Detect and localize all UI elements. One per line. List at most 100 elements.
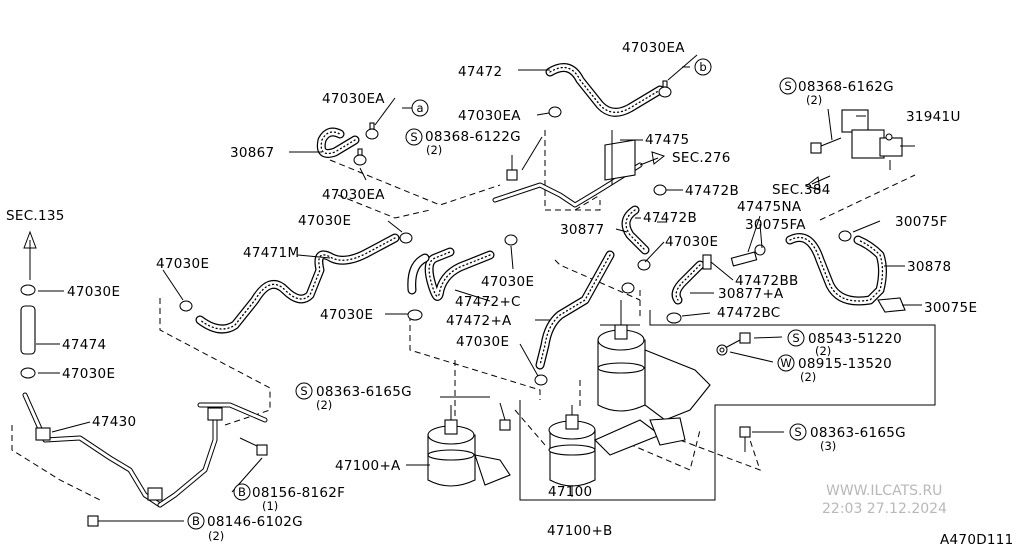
- bolt: [499, 402, 511, 431]
- label-31941u: 31941U: [906, 109, 961, 125]
- canister-47100: [548, 405, 662, 487]
- clamp: [399, 232, 413, 244]
- label-47030e-c: 47030E: [665, 234, 718, 250]
- label-08156-8162f: 08156-8162F: [252, 485, 345, 501]
- clamp: [534, 374, 548, 386]
- label-47430: 47430: [92, 414, 136, 430]
- label-30878: 30878: [907, 259, 951, 275]
- clamp: [20, 284, 36, 296]
- label-47475: 47475: [645, 132, 689, 148]
- clamp: [658, 80, 672, 98]
- watermark-datetime: 22:03 27.12.2024: [822, 501, 947, 517]
- label-47472c: 47472+C: [455, 294, 521, 310]
- svg-text:B: B: [192, 514, 200, 528]
- svg-text:S: S: [410, 130, 417, 144]
- valve-31941u: [841, 109, 915, 170]
- leader-lines: [36, 54, 922, 522]
- clamp: [653, 184, 667, 196]
- hoses: [20, 63, 887, 370]
- part-labels: 47472 47030EA 47030EA 47030EA 30867 0836…: [6, 40, 977, 543]
- bolt: [810, 137, 842, 154]
- label-47030e-top-left: 47030E: [67, 284, 120, 300]
- label-30075f: 30075F: [895, 214, 948, 230]
- label-47472b-b: 47472B: [643, 210, 697, 226]
- label-30075e: 30075E: [924, 300, 977, 316]
- bolt: [239, 437, 268, 456]
- label-47475na: 47475NA: [737, 199, 802, 215]
- label-47030e-d: 47030E: [481, 274, 534, 290]
- clamp: [754, 244, 766, 256]
- clamp: [666, 312, 682, 324]
- svg-text:W: W: [780, 356, 791, 370]
- label-47030ea-low: 47030EA: [322, 187, 385, 203]
- label-47030e-g: 47030E: [456, 334, 509, 350]
- svg-text:B: B: [238, 485, 246, 499]
- label-47030e-e: 47030E: [320, 307, 373, 323]
- label-30877a: 30877+A: [718, 286, 784, 302]
- label-47100: 47100: [548, 484, 592, 500]
- label-47100b: 47100+B: [547, 523, 613, 539]
- clamp: [548, 106, 562, 118]
- label-47030e-bottom-left: 47030E: [62, 366, 115, 382]
- diagram-id: A470D111: [940, 532, 1014, 548]
- svg-text:S: S: [792, 331, 799, 345]
- marker-b: b: [699, 60, 706, 74]
- arrow-right-icon: [639, 151, 666, 166]
- label-sec384: SEC.384: [772, 182, 831, 198]
- label-08363-6165g-a-qty: (2): [316, 398, 332, 412]
- label-08146-6102g: 08146-6102G: [207, 514, 303, 530]
- label-08156-8162f-qty: (1): [262, 499, 278, 513]
- label-30075fa: 30075FA: [745, 217, 806, 233]
- clamp: [637, 259, 651, 271]
- arrow-left-icon: [804, 175, 831, 191]
- label-08368-6122g-qty: (2): [426, 143, 442, 157]
- label-08146-6102g-qty: (2): [208, 529, 224, 543]
- arrow-up-icon: [23, 230, 37, 280]
- label-08363-6165g-b-qty: (3): [820, 439, 836, 453]
- bolt: [716, 344, 728, 356]
- clamp: [353, 148, 367, 166]
- label-47471m: 47471M: [243, 245, 299, 261]
- clamp: [621, 282, 635, 294]
- label-47030e-a: 47030E: [298, 213, 351, 229]
- clamp: [407, 309, 423, 321]
- bolt: [739, 426, 751, 452]
- clamp: [838, 230, 852, 242]
- label-47030ea-mid: 47030EA: [458, 108, 521, 124]
- label-08368-6162g: 08368-6162G: [798, 79, 894, 95]
- canister-47100-a: [427, 405, 511, 487]
- svg-text:S: S: [784, 79, 791, 93]
- label-08543-51220: 08543-51220: [808, 331, 902, 347]
- bolt: [724, 332, 751, 349]
- label-sec276: SEC.276: [672, 150, 731, 166]
- label-08368-6122g: 08368-6122G: [425, 129, 521, 145]
- label-47472a: 47472+A: [446, 313, 512, 329]
- clamp-bracket: [877, 297, 906, 313]
- label-08915-13520: 08915-13520: [798, 356, 892, 372]
- clamp: [20, 367, 36, 379]
- label-30867: 30867: [230, 145, 274, 161]
- svg-text:S: S: [794, 425, 801, 439]
- watermark-site: WWW.ILCATS.RU: [826, 483, 942, 499]
- label-08363-6165g-b: 08363-6165G: [810, 425, 906, 441]
- label-08543-51220-qty: (2): [815, 344, 831, 358]
- clamp: [504, 234, 518, 246]
- label-47100a: 47100+A: [335, 458, 401, 474]
- label-08915-13520-qty: (2): [800, 370, 816, 384]
- label-47030e-b: 47030E: [156, 256, 209, 272]
- section-arrows: [23, 151, 831, 280]
- label-47472bc: 47472BC: [717, 305, 781, 321]
- label-08368-6162g-qty: (2): [806, 93, 822, 107]
- label-sec135: SEC.135: [6, 208, 65, 224]
- circle-markers: b a S S S W S S B B: [187, 58, 807, 530]
- label-47472-top: 47472: [458, 64, 502, 80]
- clamp: [179, 300, 193, 312]
- clamp: [365, 122, 379, 140]
- clamps: [20, 80, 906, 386]
- label-47472b-a: 47472B: [685, 183, 739, 199]
- marker-a: a: [416, 101, 423, 115]
- label-30877: 30877: [560, 222, 604, 238]
- bracket-47475: [604, 130, 636, 185]
- label-08363-6165g-a: 08363-6165G: [316, 384, 412, 400]
- label-47474: 47474: [62, 337, 106, 353]
